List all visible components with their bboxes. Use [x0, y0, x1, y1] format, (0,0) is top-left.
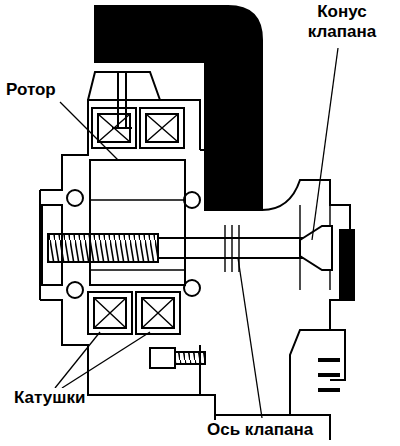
connector — [88, 72, 160, 100]
rotor — [90, 160, 185, 285]
screw-head — [150, 348, 175, 368]
leader-line — [238, 258, 262, 418]
label-position: Конус клапана — [288, 2, 396, 42]
leader-line — [60, 102, 118, 160]
part-label: Конус клапана — [288, 2, 396, 42]
part-label: Катушки — [12, 388, 87, 408]
valve-body — [200, 150, 350, 440]
leader-line — [62, 332, 150, 388]
leader-line — [55, 332, 100, 388]
label-position: Ротор — [4, 80, 58, 100]
label-position: Ось клапана — [205, 420, 315, 440]
part-label: Ротор — [4, 80, 58, 100]
leader-line — [312, 48, 338, 240]
valve-cone — [300, 226, 332, 270]
part-label: Ось клапана — [205, 420, 315, 440]
threaded-shaft — [48, 234, 158, 262]
label-position: Катушки — [12, 388, 87, 408]
motor-housing — [40, 100, 200, 395]
